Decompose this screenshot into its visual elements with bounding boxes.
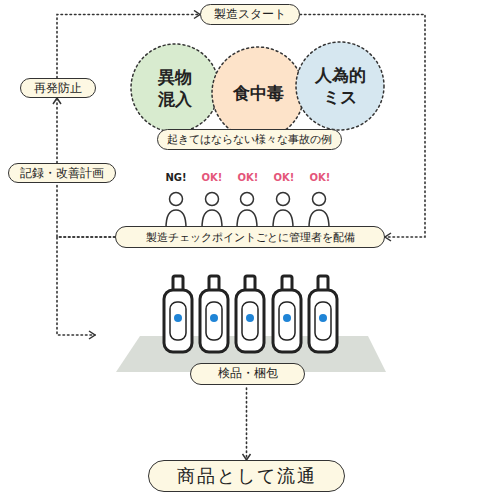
bottles <box>164 276 337 352</box>
bottle-dot <box>174 314 182 322</box>
circle-outline <box>295 41 385 131</box>
bottle-label <box>315 302 331 340</box>
circle-outline <box>130 43 220 133</box>
bottle-body <box>236 290 264 352</box>
bottle-dot <box>319 314 327 322</box>
person-head <box>206 193 219 206</box>
inspection-area: 検品・梱包 <box>95 268 385 388</box>
process-pill: 記録・改善計画 <box>8 163 116 183</box>
circle-shape <box>296 42 384 130</box>
person-head <box>277 193 290 206</box>
flow-connector <box>246 388 248 460</box>
circle-shape <box>212 47 304 139</box>
process-label: 検品・梱包 <box>190 363 305 385</box>
status-label: OK! <box>274 172 295 183</box>
circle-shape <box>131 44 219 132</box>
bottle <box>236 276 264 352</box>
process-label: 製造スタート <box>214 6 286 23</box>
circle-label: 異物 混入 <box>155 66 195 110</box>
person-head <box>170 193 183 206</box>
bottle <box>164 276 192 352</box>
accident-circle: 人為的 ミス <box>295 41 385 131</box>
bottle-label <box>242 302 258 340</box>
process-label: 製造チェックポイントごとに管理者を配備 <box>146 230 355 245</box>
person-head <box>313 193 326 206</box>
person-head <box>241 193 254 206</box>
process-label: 再発防止 <box>34 81 82 96</box>
bottle-dot <box>246 314 254 322</box>
bottle-dot <box>283 314 291 322</box>
bottle-body <box>200 290 228 352</box>
bottle-body <box>309 290 337 352</box>
bottle-dot <box>210 314 218 322</box>
process-pill: 再発防止 <box>20 78 96 98</box>
process-label: 商品として流通 <box>177 464 317 488</box>
accident-circle: 異物 混入 <box>130 43 220 133</box>
caption-pill: 起きてはならない様々な事故の例 <box>157 129 342 150</box>
status-label: OK! <box>238 172 259 183</box>
flow-connector <box>56 98 58 163</box>
result-pill: 商品として流通 <box>148 460 345 492</box>
bottle <box>200 276 228 352</box>
process-label: 記録・改善計画 <box>20 166 104 181</box>
person-icons <box>166 193 329 229</box>
flow-connector <box>57 237 115 335</box>
flow-connector <box>57 183 115 237</box>
bottle <box>309 276 337 352</box>
circle-label: 人為的 ミス <box>311 64 369 108</box>
bottle-body <box>273 290 301 352</box>
start-pill: 製造スタート <box>200 4 300 25</box>
status-label: OK! <box>310 172 331 183</box>
bottle <box>273 276 301 352</box>
status-label: NG! <box>165 172 186 183</box>
circle-label: 食中毒 <box>228 82 288 104</box>
bottle-label <box>279 302 295 340</box>
bottle-label <box>206 302 222 340</box>
process-pill: 製造チェックポイントごとに管理者を配備 <box>115 226 385 248</box>
accident-circle: 食中毒 <box>211 46 305 140</box>
bottle-body <box>164 290 192 352</box>
process-label: 起きてはならない様々な事故の例 <box>167 133 332 147</box>
status-label: OK! <box>202 172 223 183</box>
bottle-label <box>170 302 186 340</box>
